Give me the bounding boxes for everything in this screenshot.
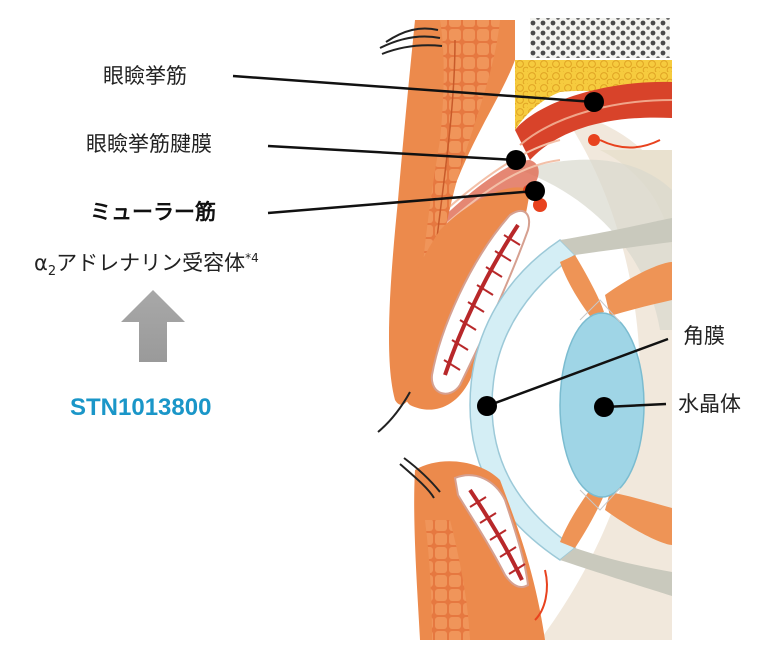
pointer-dot-lens <box>594 397 614 417</box>
leader-line-muller <box>267 189 536 215</box>
label-muller: ミューラー筋 <box>90 200 216 224</box>
pointer-dot-muller <box>525 181 545 201</box>
receptor-footnote: *4 <box>245 251 259 265</box>
pointer-dot-aponeurosis <box>506 150 526 170</box>
label-cornea: 角膜 <box>683 324 725 348</box>
leader-line-cornea <box>486 337 669 408</box>
receptor-name: アドレナリン受容体 <box>56 251 246 275</box>
label-aponeurosis: 眼瞼挙筋腱膜 <box>86 132 212 156</box>
receptor-subscript: 2 <box>47 264 57 280</box>
meibomian-gland-upper <box>443 223 520 376</box>
label-receptor: α2アドレナリン受容体*4 <box>34 252 259 278</box>
label-levator: 眼瞼挙筋 <box>103 64 187 88</box>
orbital-bone <box>530 18 670 58</box>
up-arrow-icon <box>121 290 185 362</box>
leader-line-lens <box>603 402 667 409</box>
iris <box>560 255 604 316</box>
leader-line-levator <box>232 74 595 104</box>
pointer-dot-levator <box>584 92 604 112</box>
orbital-fat <box>515 60 672 130</box>
leader-lines <box>232 74 669 409</box>
pointer-dots <box>477 92 614 417</box>
lower-lid-orbicularis <box>425 520 470 640</box>
pointer-dot-cornea <box>477 396 497 416</box>
receptor-alpha: α <box>34 251 48 275</box>
label-lens: 水晶体 <box>678 392 741 416</box>
leader-line-aponeurosis <box>267 144 517 162</box>
drug-name: STN1013800 <box>70 394 212 421</box>
eyelashes <box>377 27 443 499</box>
